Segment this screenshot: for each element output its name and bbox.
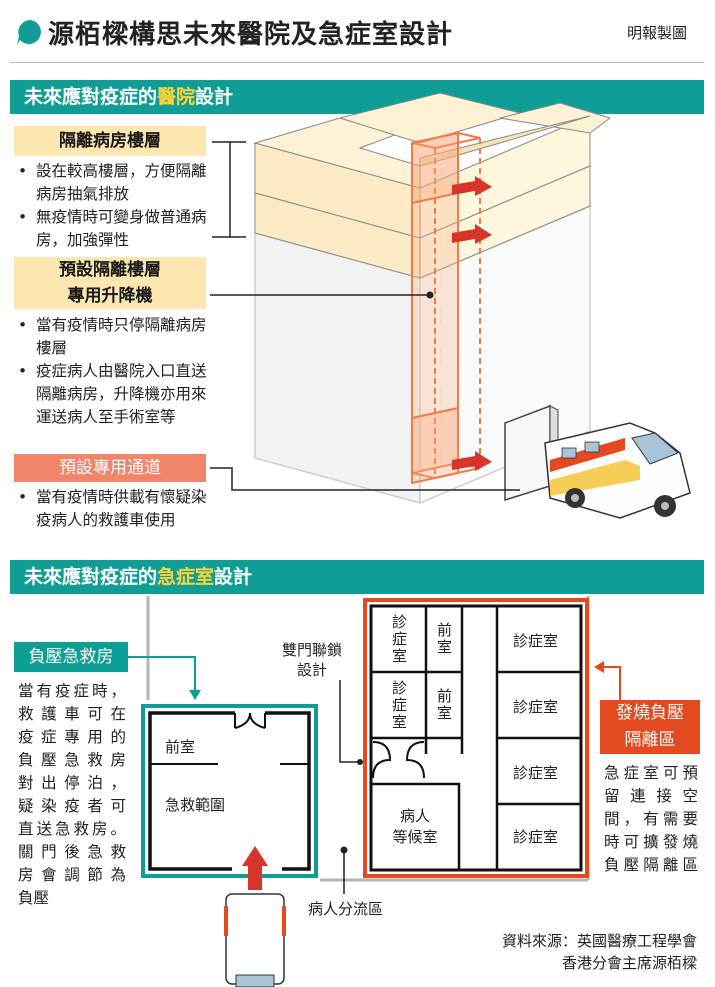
bullet-item: 當有疫情時只停隔離病房樓層 <box>16 314 216 360</box>
negative-pressure-description: 當有疫症時， 救護車可在 疫症專用的 負壓急救房 對出停泊， 疑染疫者可 直送急… <box>18 682 126 907</box>
room-waiting: 病人 等候室 <box>392 807 438 846</box>
room-consult-1: 診症室 <box>513 632 559 650</box>
room-consult-2: 診症室 <box>513 698 559 716</box>
bullet-item: 當有疫情時供載有懷疑染疫病人的救護車使用 <box>16 486 216 532</box>
credit-label: 明報製圖 <box>626 24 687 42</box>
bullet-item: 無疫情時可變身做普通病房，加強彈性 <box>16 206 216 252</box>
room-front-v1: 前室 <box>435 622 453 656</box>
header-bubble-icon <box>16 18 44 46</box>
ae-floor-plan <box>128 596 621 987</box>
triage-label: 病人分流區 <box>308 900 384 918</box>
section-hospital-title: 未來應對疫症的醫院設計 <box>10 80 704 114</box>
bullet-item: 設在較高樓層，方便隔離病房抽氣排放 <box>16 160 216 206</box>
source-note: 資料來源：英國醫療工程學會 香港分會主席源栢樑 <box>501 932 697 972</box>
isolation-floors-bullets: 設在較高樓層，方便隔離病房抽氣排放 無疫情時可變身做普通病房，加強彈性 <box>16 160 216 252</box>
tag-isolation-lift: 預設隔離樓層 專用升降機 <box>14 257 206 309</box>
room-consult-4: 診症室 <box>513 828 559 846</box>
room-consult-3: 診症室 <box>513 764 559 782</box>
interlock-label: 雙門聯鎖 設計 <box>282 641 343 679</box>
header-divider <box>10 62 704 63</box>
fever-zone-description: 急症室可預 留連接空 間，有需要 時可擴發燒 負壓隔離區 <box>604 764 698 874</box>
leader-lines <box>210 141 520 491</box>
room-front-v2: 前室 <box>435 688 453 722</box>
tag-dedicated-passage: 預設專用通道 <box>14 454 206 482</box>
tag-negative-pressure-room: 負壓急救房 <box>14 642 128 672</box>
room-anteroom: 前室 <box>165 738 196 756</box>
dedicated-passage-bullets: 當有疫情時供載有懷疑染疫病人的救護車使用 <box>16 486 216 532</box>
room-resus-area: 急救範圍 <box>165 796 226 814</box>
hospital-building-illustration <box>253 92 691 519</box>
bullet-item: 疫症病人由醫院入口直送隔離病房，升降機亦用來運送病人至手術室等 <box>16 360 216 429</box>
tag-fever-isolation-zone: 發燒負壓 隔離區 <box>600 700 700 754</box>
section-ae-title: 未來應對疫症的急症室設計 <box>10 560 704 594</box>
page-title: 源栢樑構思未來醫院及急症室設計 <box>48 20 454 50</box>
tag-isolation-floors: 隔離病房樓層 <box>14 126 206 156</box>
room-consult-v1: 診症室 <box>390 614 408 665</box>
isolation-lift-bullets: 當有疫情時只停隔離病房樓層 疫症病人由醫院入口直送隔離病房，升降機亦用來運送病人… <box>16 314 216 429</box>
room-consult-v2: 診症室 <box>390 680 408 731</box>
